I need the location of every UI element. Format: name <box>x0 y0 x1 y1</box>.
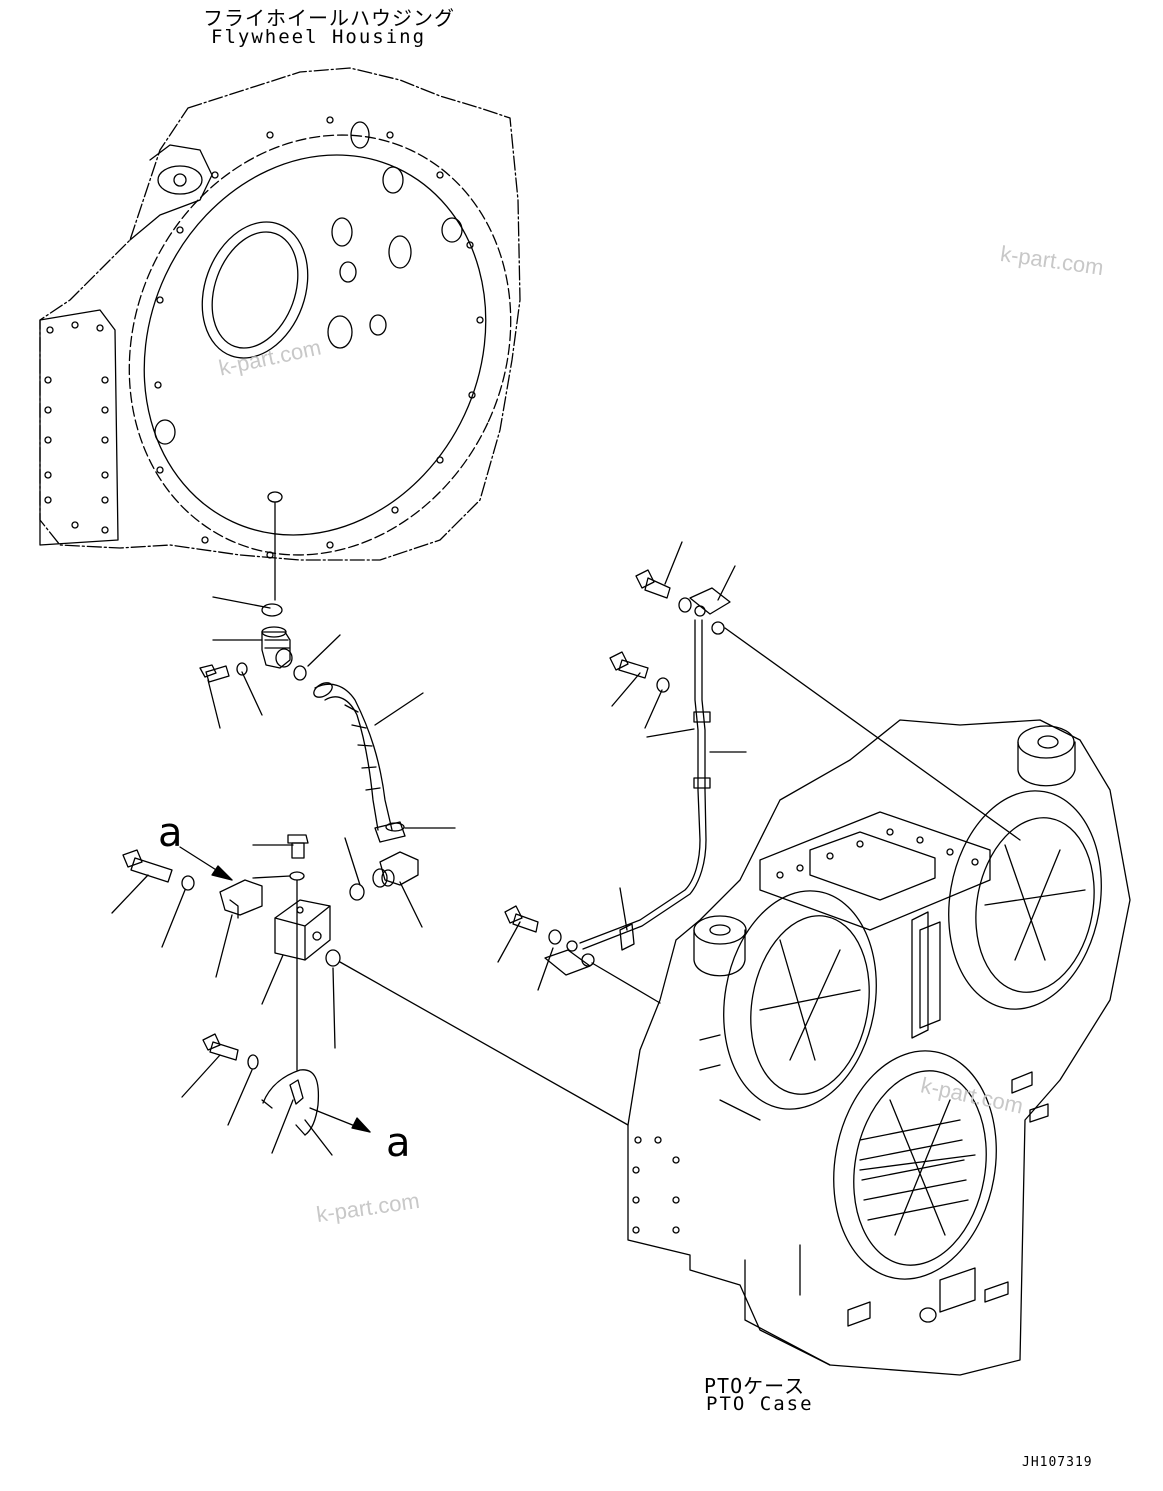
flywheel-housing-label-en: Flywheel Housing <box>211 26 427 48</box>
fitting-assembly <box>122 501 629 1136</box>
leader-lines <box>111 541 747 1156</box>
callout-a-upper: a <box>158 810 183 856</box>
callout-a-lower: a <box>386 1120 411 1166</box>
drawing-code: JH107319 <box>1022 1455 1093 1470</box>
pto-case-label-jp: PTOケース <box>704 1374 806 1398</box>
pto-case-label-en: PTO Case <box>706 1393 814 1415</box>
flywheel-housing <box>39 67 521 561</box>
pto-case <box>627 719 1131 1376</box>
flywheel-housing-label-jp: フライホイールハウジング <box>203 6 455 30</box>
tube-assembly <box>504 569 1021 1004</box>
